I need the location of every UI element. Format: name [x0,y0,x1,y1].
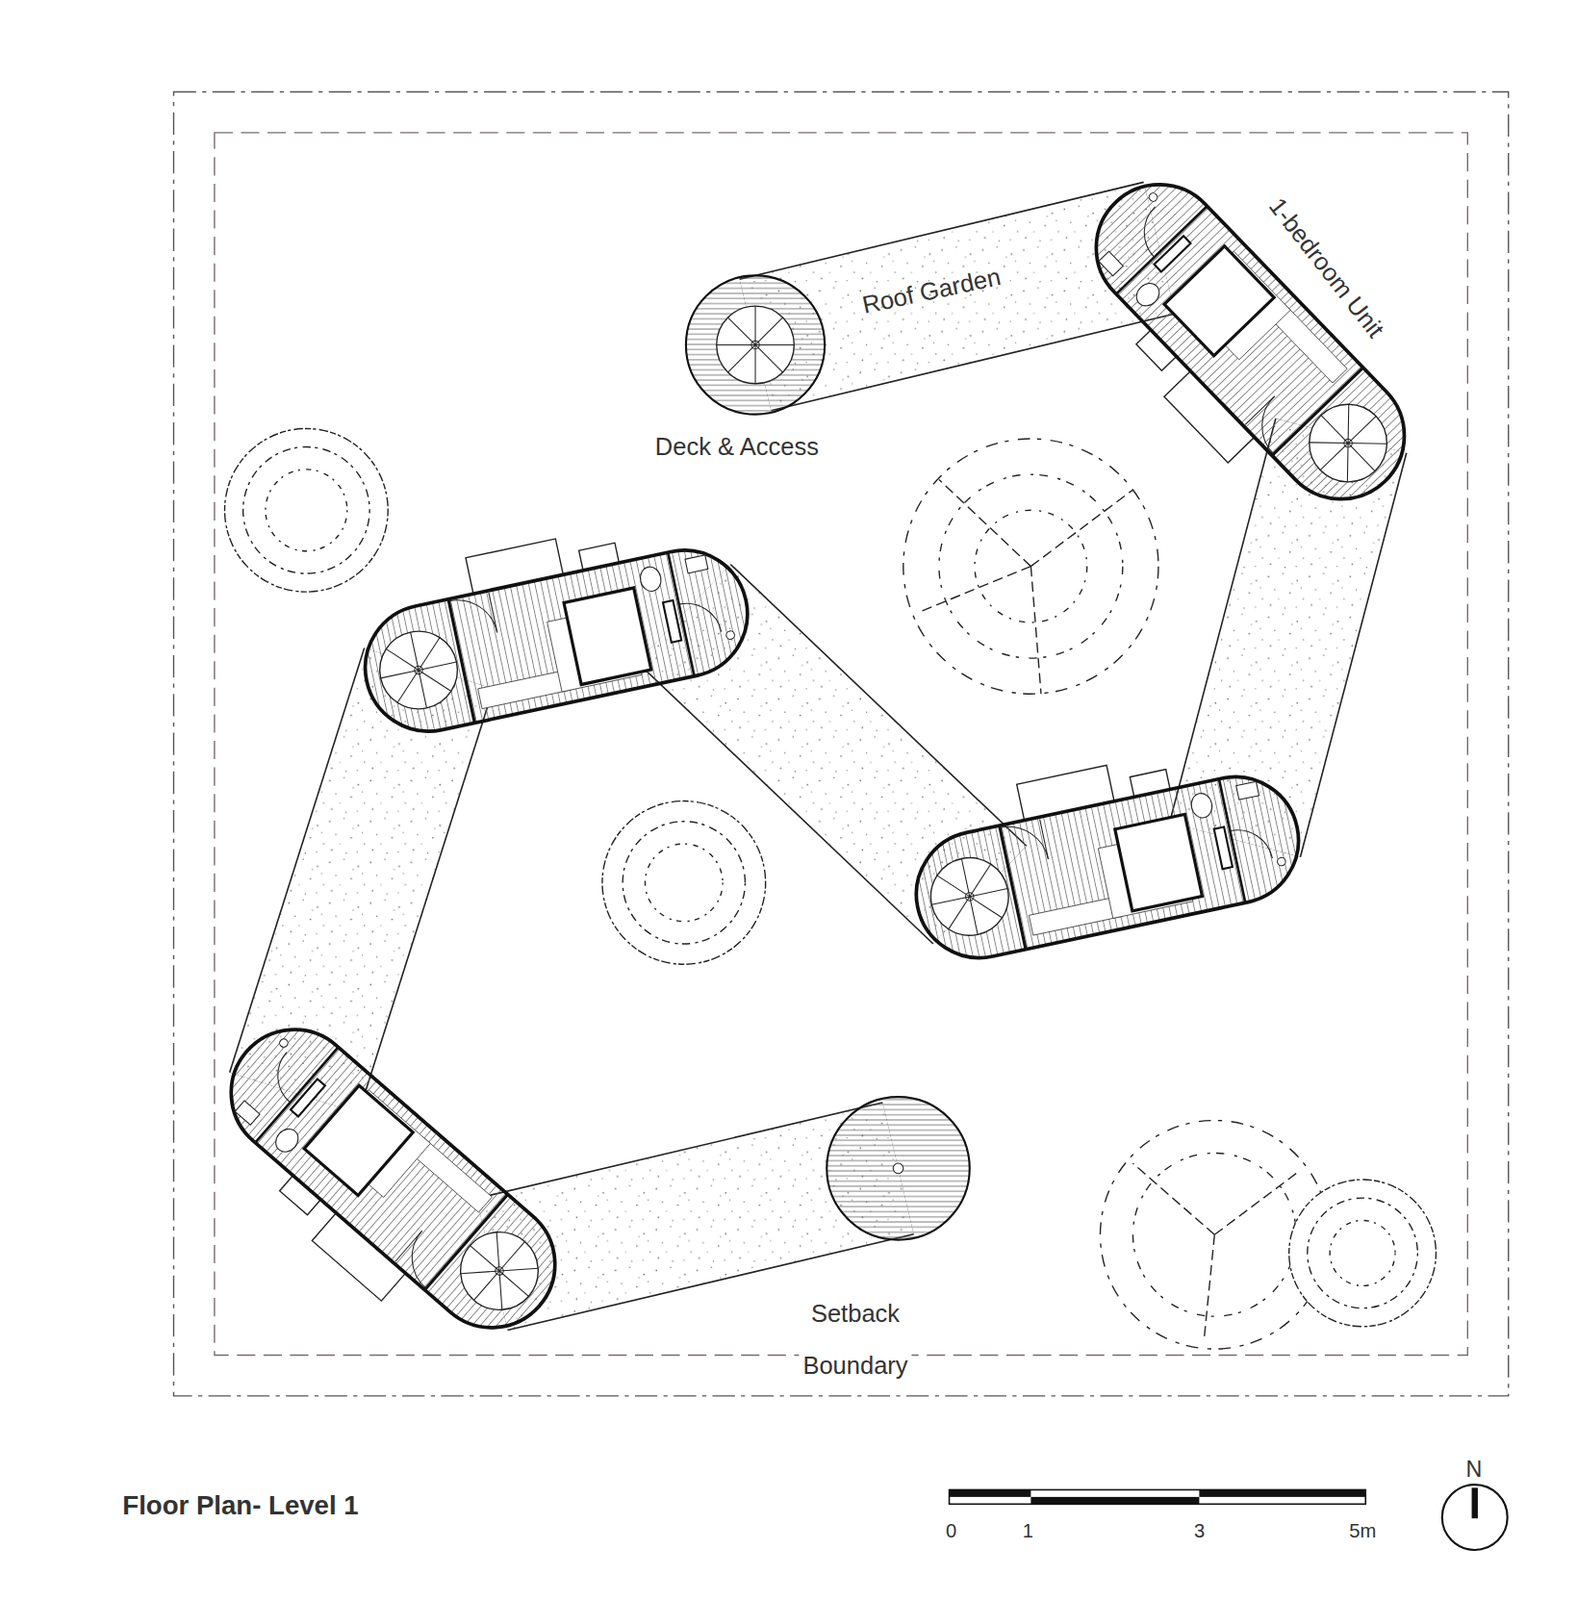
scale-number: 0 [945,1520,957,1542]
north-label: N [1465,1457,1482,1483]
scale-number: 5m [1348,1520,1376,1542]
deck-label: Deck & Access [655,432,819,460]
setback-label: Setback [811,1299,900,1327]
boundary-label: Boundary [798,1351,912,1379]
plan-title: Floor Plan- Level 1 [122,1491,358,1521]
scale-number: 3 [1194,1520,1205,1542]
scale-bar [949,1489,1367,1504]
scale-number: 1 [1022,1520,1034,1542]
north-arrow [1442,1484,1508,1551]
